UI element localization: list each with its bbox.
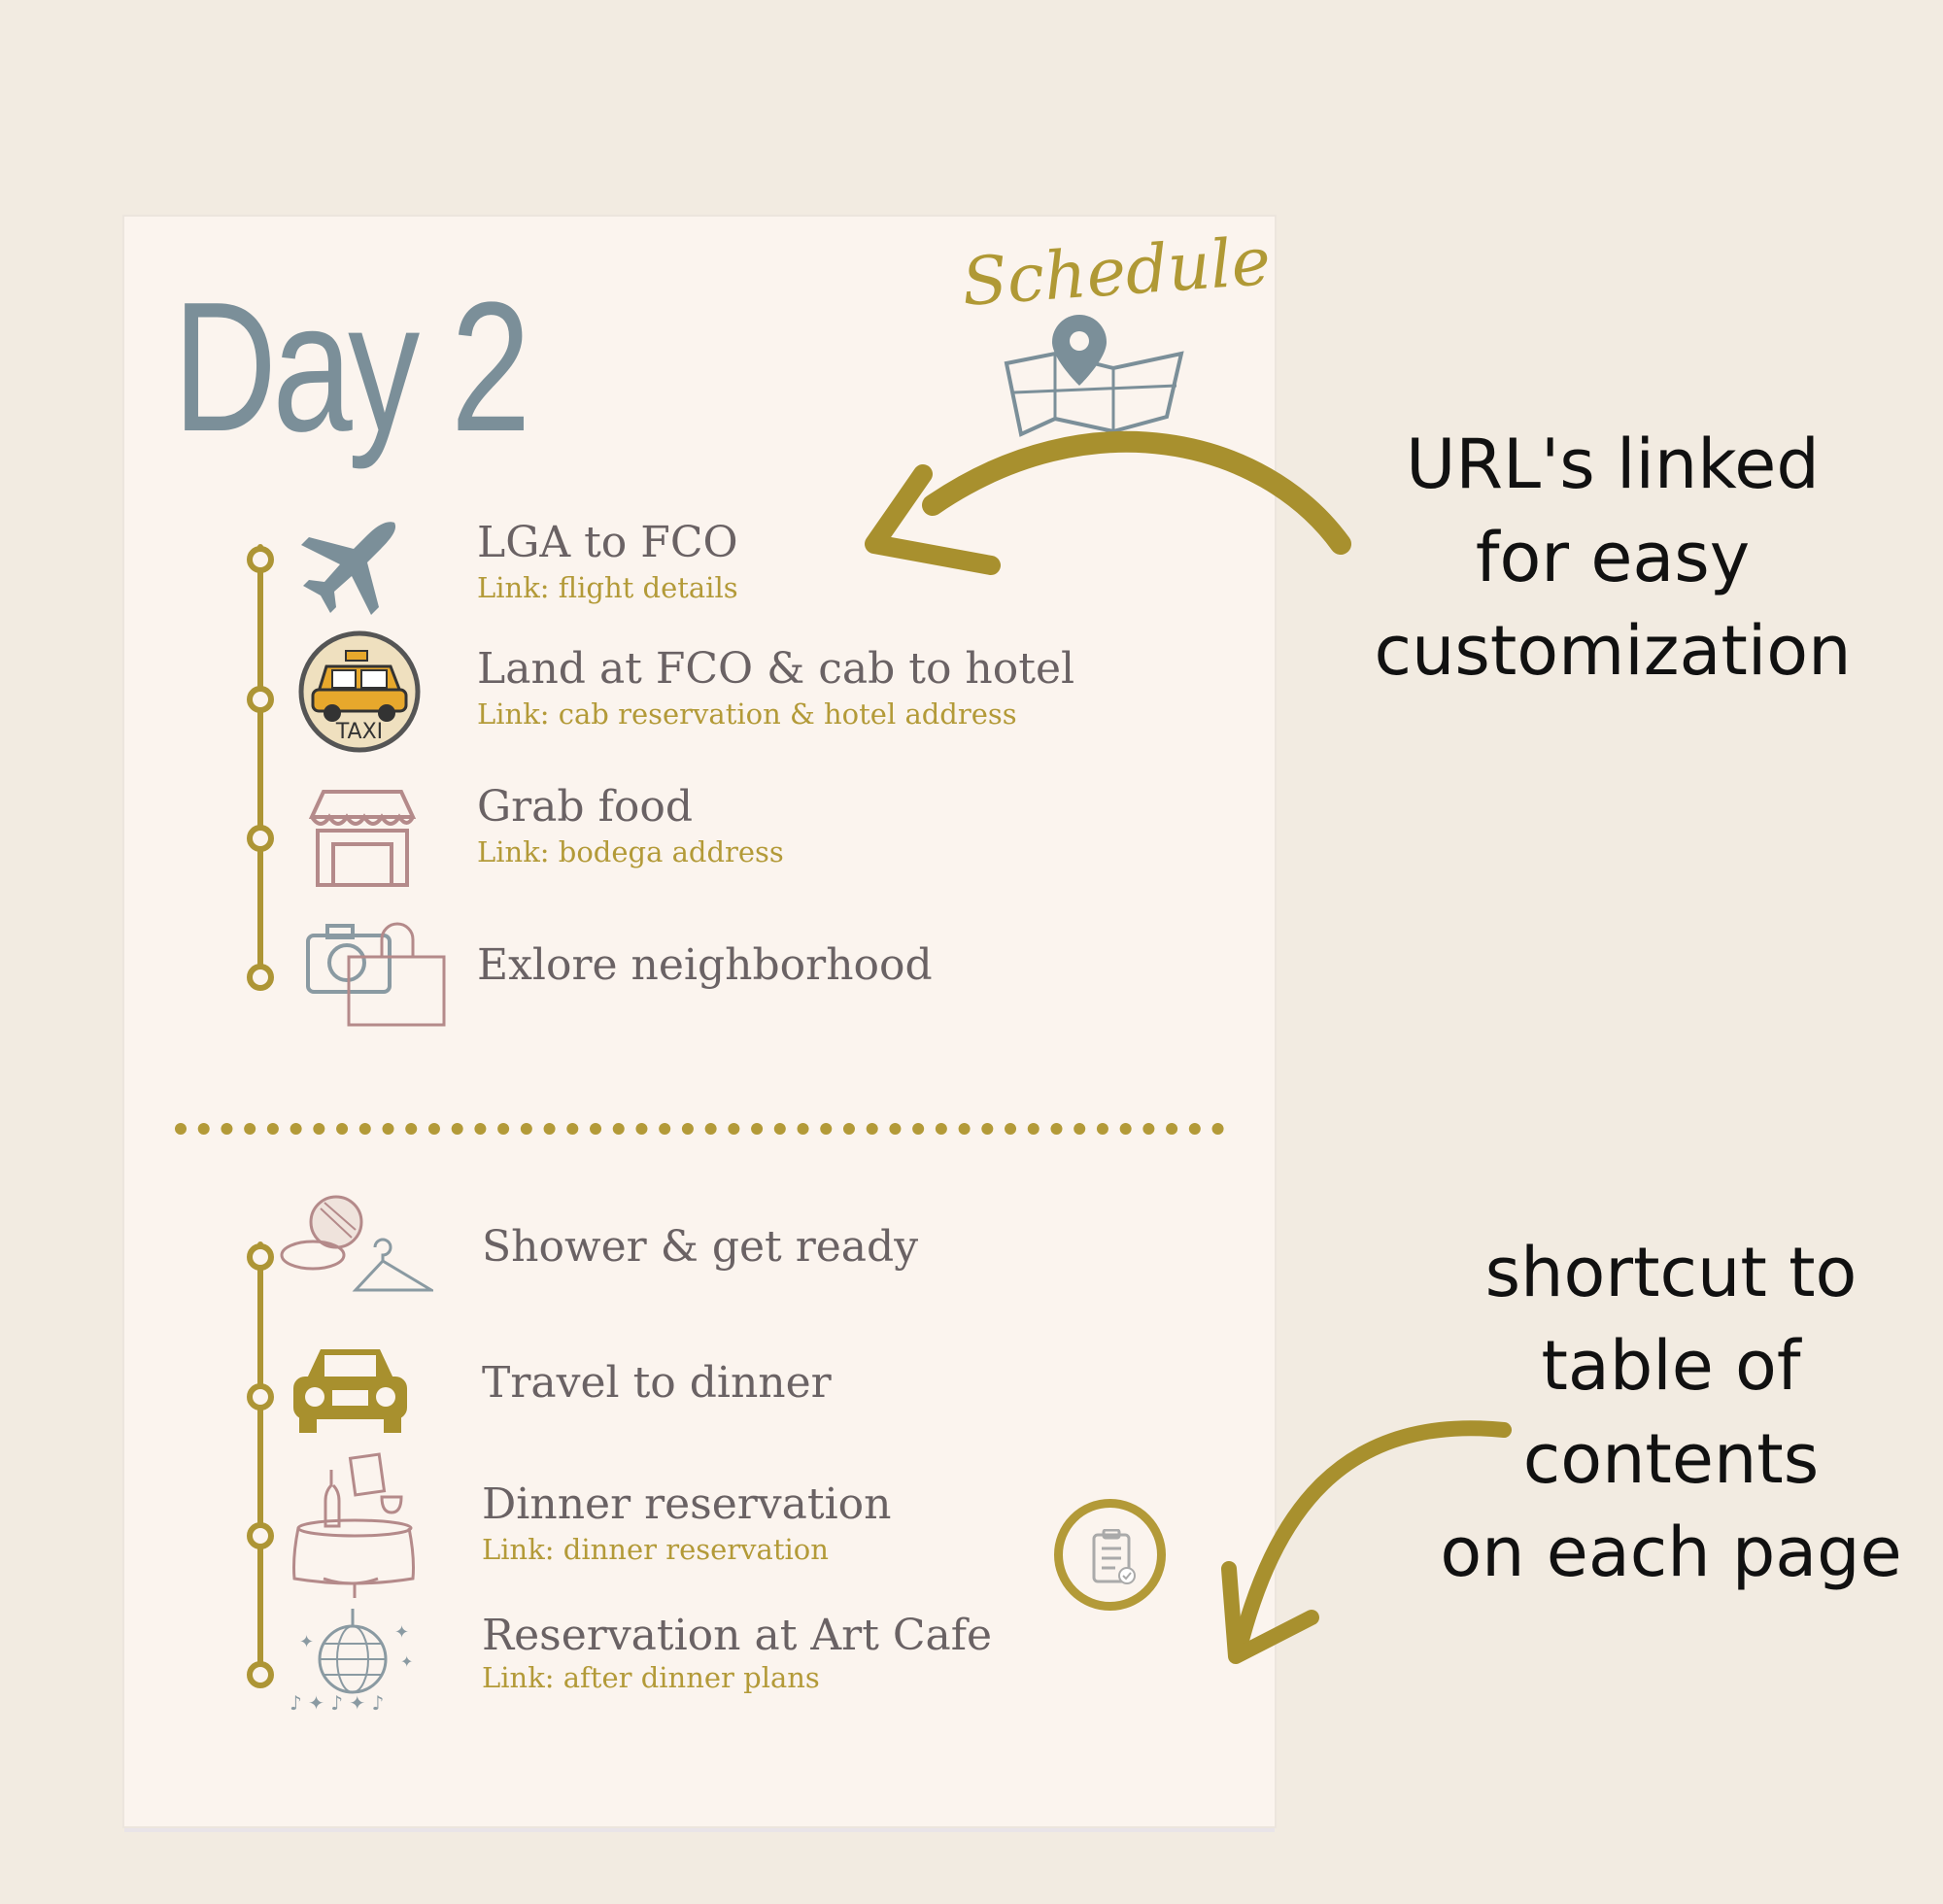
car-icon — [293, 1349, 407, 1433]
item-link[interactable]: Link: after dinner plans — [482, 1661, 820, 1694]
camera-shopping-bag-icon — [306, 922, 446, 1027]
disco-ball-icon: ✦ ✦ ✦ ♪ ✦ ♪ ✦ ♪ — [290, 1609, 413, 1715]
page-title: Day 2 — [173, 264, 530, 470]
clipboard-icon — [1092, 1529, 1136, 1584]
item-link[interactable]: Link: dinner reservation — [482, 1533, 829, 1566]
dinner-table-icon — [292, 1452, 415, 1598]
item-link[interactable]: Link: flight details — [477, 571, 738, 604]
svg-text:✦: ✦ — [400, 1652, 413, 1671]
annotation-toc: shortcut to table of contents on each pa… — [1440, 1233, 1902, 1592]
item-title[interactable]: Shower & get ready — [482, 1222, 919, 1272]
item-title[interactable]: Grab food — [477, 782, 693, 832]
table-of-contents-button[interactable] — [1054, 1499, 1166, 1611]
section-divider — [175, 1123, 1224, 1135]
item-link[interactable]: Link: cab reservation & hotel address — [477, 697, 1017, 731]
item-title[interactable]: Travel to dinner — [482, 1358, 832, 1408]
svg-text:✦: ✦ — [394, 1622, 409, 1643]
schedule-label: Schedule — [959, 223, 1274, 322]
taxi-icon: TAXI — [298, 630, 421, 753]
timeline-section-2 — [241, 1241, 280, 1688]
item-title[interactable]: LGA to FCO — [477, 518, 738, 567]
airplane-icon — [301, 522, 396, 615]
item-title[interactable]: Exlore neighborhood — [477, 940, 933, 990]
annotation-urls: URL's linked for easy customization — [1374, 425, 1852, 691]
svg-text:✦: ✦ — [299, 1632, 314, 1652]
storefront-icon — [308, 790, 417, 887]
item-link[interactable]: Link: bodega address — [477, 835, 784, 868]
map-pin-icon — [1004, 315, 1184, 437]
item-title[interactable]: Reservation at Art Cafe — [482, 1611, 993, 1660]
item-title[interactable]: Dinner reservation — [482, 1479, 892, 1529]
item-title[interactable]: Land at FCO & cab to hotel — [477, 644, 1075, 694]
taxi-badge: TAXI — [335, 720, 383, 744]
svg-text:♪ ✦ ♪ ✦ ♪: ♪ ✦ ♪ ✦ ♪ — [290, 1691, 384, 1715]
timeline-section-1 — [241, 544, 280, 991]
mirror-hanger-icon — [280, 1195, 433, 1292]
